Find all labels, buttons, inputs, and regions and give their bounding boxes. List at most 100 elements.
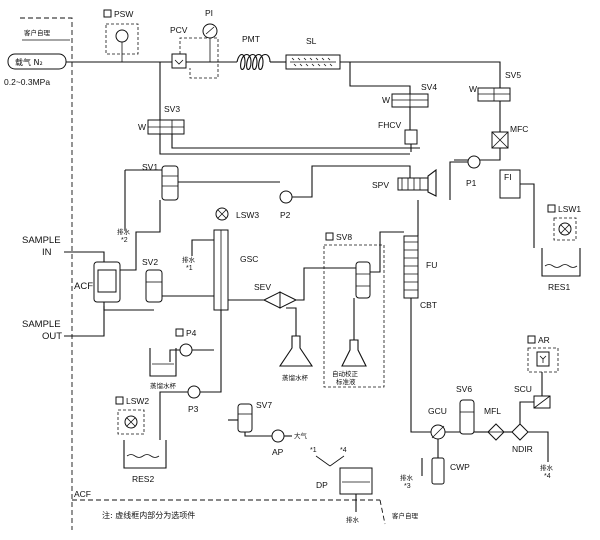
lsw1-option-marker (547, 204, 556, 213)
sv5-valve: SV5 W (469, 70, 521, 132)
pi-needle-icon (205, 26, 215, 35)
fu-label: FU (426, 260, 437, 270)
res2-label: RES2 (132, 474, 154, 484)
scu-label: SCU (514, 384, 532, 394)
sv3-ports-icon (148, 120, 184, 134)
drain-1-num: *1 (186, 265, 193, 272)
sev-label: SEV (254, 282, 271, 292)
drain-3-num: *3 (404, 483, 411, 490)
sv8-to-fu (370, 231, 404, 273)
fu-to-gcu (410, 298, 432, 433)
lsw2-label: LSW2 (126, 396, 149, 406)
ar-y-icon (539, 355, 547, 363)
sv8-ports-icon (356, 273, 370, 287)
sv3-out-line-2 (159, 134, 410, 155)
sv7-body (237, 403, 253, 433)
pi-pressure-indicator: PI (202, 8, 218, 62)
dp-drain-pot: *1 *4 DP 排水 (310, 447, 373, 524)
p2-symbol (279, 190, 293, 204)
sev-right-triangle (279, 291, 298, 309)
sv2-valve: SV2 (142, 257, 218, 303)
sv7-label: SV7 (256, 400, 272, 410)
pcv-body (171, 53, 187, 69)
sv8-option-marker (325, 232, 334, 241)
sv4-w: W (382, 95, 390, 105)
spv-label: SPV (372, 180, 389, 190)
water-tank-icon (149, 348, 177, 377)
cbt-label: CBT (420, 300, 437, 310)
sv5-ports-icon (478, 88, 510, 101)
pcv-pressure-control-valve: PCV (170, 25, 219, 79)
p4-pump-group: P4 蒸馏水杯 (149, 328, 214, 390)
calib-label-1: 自动校正 (332, 369, 359, 378)
ap-symbol (271, 429, 285, 443)
pcv-arrow-icon (174, 59, 184, 65)
lsw1-option-box (553, 217, 577, 241)
p1-pump: P1 (449, 155, 481, 200)
drain-1-label: 排水 (182, 255, 196, 264)
sv6-body (459, 399, 475, 435)
dp-ref-2: *4 (340, 447, 347, 454)
pmt-coil: PMT (236, 34, 271, 71)
sev-left-triangle (262, 291, 281, 309)
sv5-w: W (469, 84, 477, 94)
pi-label: PI (205, 8, 213, 18)
dp-ref-1: *1 (310, 447, 317, 454)
gcu-slash-icon (431, 425, 445, 439)
lsw1-label: LSW1 (558, 204, 581, 214)
res1-water-icon (544, 264, 578, 268)
sv5-label: SV5 (505, 70, 521, 80)
cwp-label: CWP (450, 462, 470, 472)
sv3-w: W (138, 122, 146, 132)
flask-1-label: 蒸馏水杯 (282, 373, 309, 382)
sev-to-bottle (286, 307, 297, 336)
acf-left-label: ACF (74, 281, 93, 292)
drain-2-label: 排水 (117, 227, 131, 236)
sample-out-2: OUT (42, 331, 62, 342)
sv6-valve: SV6 (456, 384, 488, 435)
sv2-body (145, 269, 163, 303)
sv8-body (355, 261, 371, 299)
res2-water-icon (126, 454, 160, 458)
psw-label: PSW (114, 9, 133, 19)
fu-furnace: FU CBT (403, 200, 437, 433)
p2-out (292, 165, 400, 198)
sv1-label: SV1 (142, 162, 158, 172)
sample-in-line (64, 251, 105, 262)
fhcv-valve: FHCV (378, 120, 418, 152)
dp-inlets (315, 455, 345, 467)
option-boundary-left (20, 17, 73, 530)
sl-silencer: SL (285, 36, 341, 70)
pcv-label: PCV (170, 25, 188, 35)
scu-icon (533, 395, 551, 409)
sl-fill-icon (290, 57, 336, 67)
sev-valve: SEV (228, 267, 356, 336)
sv3-label: SV3 (164, 104, 180, 114)
mfl-label: MFL (484, 406, 501, 416)
pmt-coil-icon (236, 53, 271, 71)
gsc-separator: LSW3 GSC (191, 207, 259, 393)
mfc-flow-controller: MFC (454, 124, 528, 161)
sv8-label: SV8 (336, 232, 352, 242)
p4-option-marker (175, 328, 184, 337)
sv1-ports-icon (162, 175, 178, 187)
mfc-icon (491, 131, 509, 149)
sample-in-2: IN (42, 247, 52, 258)
sv6-label: SV6 (456, 384, 472, 394)
distilled-water-flask-1: 蒸馏水杯 (278, 335, 314, 382)
p3-pump: P3 (159, 385, 201, 440)
supply-pressure: 0.2~0.3MPa (4, 77, 50, 87)
gcu-label: GCU (428, 406, 447, 416)
lsw2-x-icon (126, 417, 136, 427)
drain-3-label: 排水 (400, 473, 414, 482)
spv-ports-icon (401, 178, 421, 190)
sv7-ap-group: SV7 AP 大气 (228, 400, 308, 457)
sample-out-1: SAMPLE (22, 319, 61, 330)
res2-reservoir: LSW2 RES2 (115, 396, 167, 484)
fhcv-body (404, 129, 418, 145)
sample-in-1: SAMPLE (22, 235, 61, 246)
acf-bottom-label: ACF (74, 489, 91, 499)
p1-symbol (467, 155, 481, 169)
fu-body (403, 235, 419, 299)
cwp-body (431, 457, 445, 485)
